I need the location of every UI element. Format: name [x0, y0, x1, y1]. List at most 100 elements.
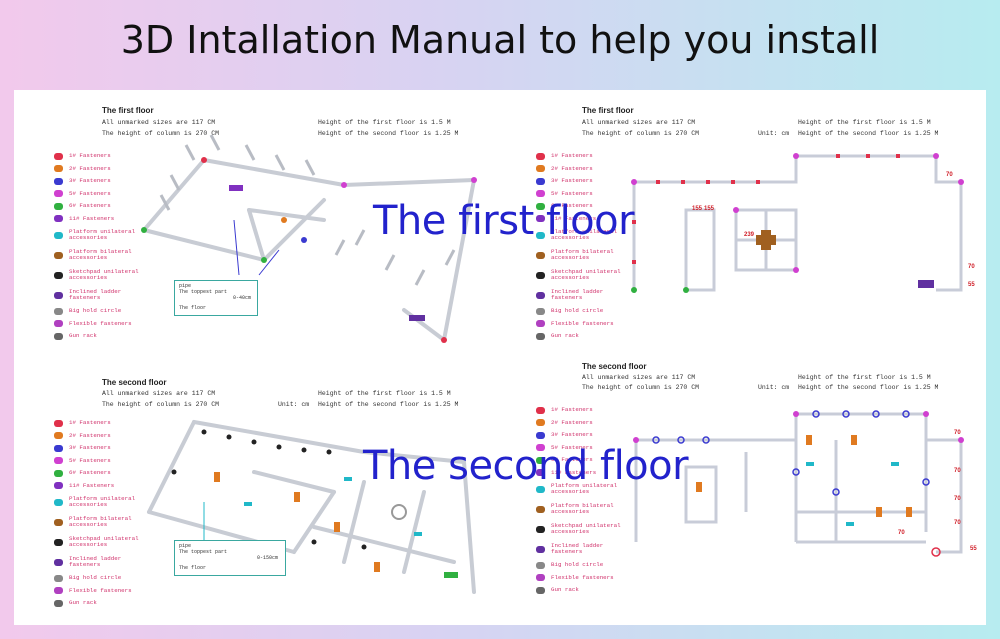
panel-heading: The second floor: [102, 378, 167, 387]
legend-label: 2# Fasteners: [551, 418, 593, 426]
legend-swatch-icon: [536, 332, 545, 340]
legend-label: Platform unilateral accessories: [551, 482, 618, 495]
legend-swatch-icon: [54, 291, 63, 299]
legend-item: 1# Fasteners: [54, 150, 164, 163]
legend-item: 3# Fasteners: [536, 175, 646, 188]
legend-swatch-icon: [54, 307, 63, 315]
legend-item: 11# Fasteners: [536, 213, 646, 226]
unmarked-note: All unmarked sizes are 117 CM: [102, 119, 216, 126]
unmarked-note: All unmarked sizes are 117 CM: [582, 374, 696, 381]
legend-label: Big hold circle: [551, 561, 604, 569]
legend-swatch-icon: [54, 332, 63, 340]
legend-label: Sketchpad unilateral accessories: [551, 522, 621, 535]
legend-swatch-icon: [536, 177, 545, 185]
legend-label: Platform unilateral accessories: [69, 228, 136, 241]
legend-label: 2# Fasteners: [551, 164, 593, 172]
legend-label: Sketchpad unilateral accessories: [551, 268, 621, 281]
legend-item: 6# Fasteners: [536, 200, 646, 213]
legend-swatch-icon: [536, 574, 545, 582]
legend-label: Gun rack: [551, 332, 579, 340]
legend-item: 2# Fasteners: [536, 417, 646, 430]
legend-swatch-icon: [54, 251, 63, 259]
column-note: The height of column is 270 CM: [102, 401, 220, 408]
legend-item: 1# Fasteners: [536, 150, 646, 163]
legend-label: 3# Fasteners: [69, 177, 111, 185]
legend-swatch-icon: [536, 320, 545, 328]
legend-label: 5# Fasteners: [551, 189, 593, 197]
legend-swatch-icon: [536, 406, 545, 414]
legend-item: 5# Fasteners: [54, 188, 164, 201]
legend-item: 11# Fasteners: [54, 480, 164, 493]
legend-label: 5# Fasteners: [551, 443, 593, 451]
legend-swatch-icon: [536, 307, 545, 315]
first-floor-3d-diagram: [141, 134, 477, 343]
legend-label: 3# Fasteners: [551, 177, 593, 185]
legend-label: Gun rack: [69, 332, 97, 340]
legend-item: Gun rack: [54, 330, 164, 343]
legend-swatch-icon: [536, 586, 545, 594]
legend-label: 1# Fasteners: [551, 152, 593, 160]
legend-label: Platform unilateral accessories: [69, 495, 136, 508]
legend-item: 5# Fasteners: [536, 188, 646, 201]
panel-second-floor-3d: The second floor All unmarked sizes are …: [14, 362, 494, 624]
second-height-note: Height of the second floor is 1.25 M: [798, 130, 939, 137]
svg-text:55: 55: [968, 282, 975, 288]
legend-swatch-icon: [536, 291, 545, 299]
legend-label: Platform bilateral accessories: [69, 515, 132, 528]
legend-swatch-icon: [536, 561, 545, 569]
unit-note: Unit: cm: [278, 401, 310, 408]
first-height-note: Height of the first floor is 1.5 M: [318, 390, 451, 397]
legend-label: Inclined ladder fasteners: [69, 555, 122, 568]
second-floor-plan-diagram: 70 70 70 70 70 55: [633, 410, 977, 557]
svg-text:155: 155: [704, 206, 715, 212]
legend-label: Big hold circle: [69, 574, 122, 582]
legend-label: Gun rack: [69, 599, 97, 607]
svg-text:70: 70: [898, 530, 905, 536]
legend-label: Sketchpad unilateral accessories: [69, 268, 139, 281]
legend-swatch-icon: [536, 251, 545, 259]
legend-swatch-icon: [54, 587, 63, 595]
second-height-note: Height of the second floor is 1.25 M: [318, 401, 459, 408]
legend-label: 1# Fasteners: [551, 406, 593, 414]
legend-swatch-icon: [54, 558, 63, 566]
legend-label: 3# Fasteners: [551, 431, 593, 439]
panel-first-floor-3d: The first floor All unmarked sizes are 1…: [14, 90, 494, 352]
legend-swatch-icon: [54, 165, 63, 173]
legend-label: 11# Fasteners: [69, 481, 115, 489]
legend-swatch-icon: [536, 431, 545, 439]
column-note: The height of column is 270 CM: [582, 130, 700, 137]
overlay-first-floor: The first floor: [373, 198, 635, 244]
first-floor-plan-diagram: 155 155 239 70 70 55: [631, 153, 975, 293]
legend-swatch-icon: [536, 505, 545, 513]
legend-item: Platform unilateral accessories: [54, 492, 164, 512]
legend-swatch-icon: [54, 419, 63, 427]
legend-swatch-icon: [54, 152, 63, 160]
legend-item: Inclined ladder fasteners: [536, 285, 646, 305]
legend-item: Platform bilateral accessories: [54, 512, 164, 532]
legend-item: Platform unilateral accessories: [536, 479, 646, 499]
legend-swatch-icon: [536, 469, 545, 477]
legend-label: Platform bilateral accessories: [69, 248, 132, 261]
legend-label: 2# Fasteners: [69, 164, 111, 172]
legend-label: Big hold circle: [69, 307, 122, 315]
legend-swatch-icon: [54, 231, 63, 239]
legend-swatch-icon: [54, 271, 63, 279]
legend-label: Flexible fasteners: [69, 319, 132, 327]
legend-swatch-icon: [54, 457, 63, 465]
column-note: The height of column is 270 CM: [582, 384, 700, 391]
legend-label: Platform bilateral accessories: [551, 248, 614, 261]
unmarked-note: All unmarked sizes are 117 CM: [582, 119, 696, 126]
legend-label: 5# Fasteners: [69, 189, 111, 197]
panel-first-floor-plan: The first floor All unmarked sizes are 1…: [506, 90, 986, 352]
first-height-note: Height of the first floor is 1.5 M: [798, 119, 931, 126]
legend-swatch-icon: [536, 190, 545, 198]
legend-item: 2# Fasteners: [54, 430, 164, 443]
legend-item: Flexible fasteners: [54, 318, 164, 331]
legend-item: Flexible fasteners: [536, 318, 646, 331]
legend: 1# Fasteners 2# Fasteners 3# Fasteners 5# F…: [536, 150, 646, 343]
legend-item: Platform bilateral accessories: [54, 245, 164, 265]
legend-label: Inclined ladder fasteners: [69, 288, 122, 301]
legend-label: 5# Fasteners: [69, 456, 111, 464]
height-callout: pipe The toppest part The floor 0-40cm: [174, 280, 258, 316]
second-height-note: Height of the second floor is 1.25 M: [798, 384, 939, 391]
